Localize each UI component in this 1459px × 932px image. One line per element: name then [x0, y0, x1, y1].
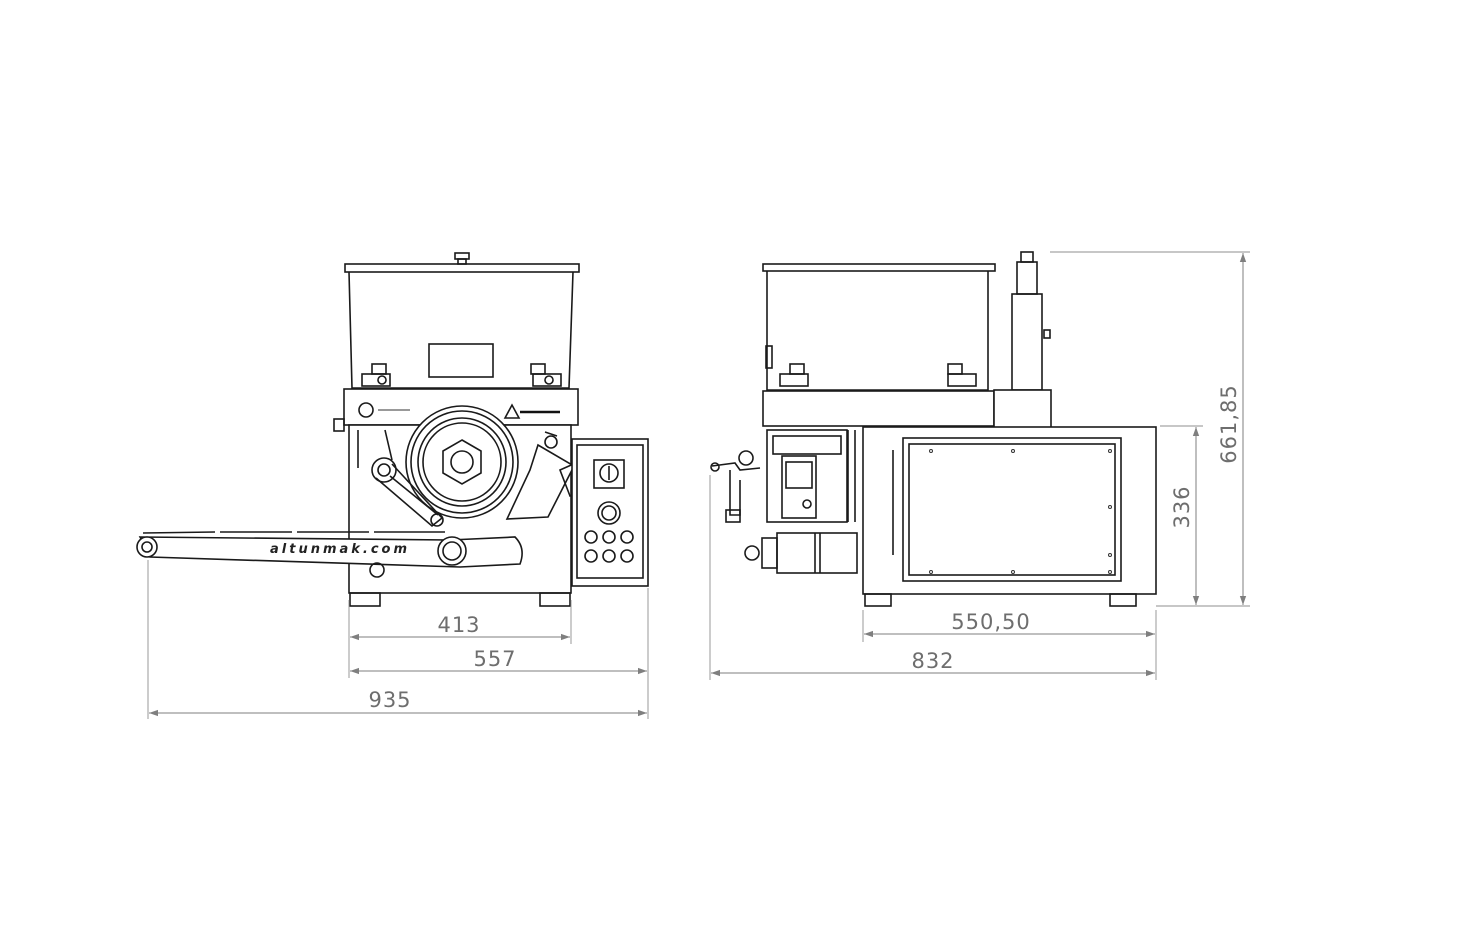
- side-hopper-lid: [762, 263, 996, 272]
- side-hopper-latch: [765, 345, 773, 369]
- side-view: [710, 251, 1157, 607]
- hopper-clamp-right: [530, 363, 562, 387]
- dimension-lines: [147, 251, 1250, 719]
- side-motor: [744, 532, 858, 574]
- dim-label-935: 935: [368, 688, 411, 712]
- dim-label-557: 557: [473, 647, 516, 671]
- hopper-clamp-left: [361, 363, 391, 387]
- panel-button-icon: [602, 549, 616, 563]
- dim-label-336: 336: [1170, 485, 1194, 528]
- roller-drum: [405, 405, 519, 519]
- dim-label-413: 413: [437, 613, 480, 637]
- handwheel-icon: [710, 450, 761, 523]
- control-panel: [571, 438, 649, 587]
- conveyor-top-bars: [142, 531, 445, 534]
- side-clamp-right: [947, 363, 977, 387]
- panel-button-icon: [620, 530, 634, 544]
- panel-button-icon: [584, 549, 598, 563]
- label-plate: [428, 343, 494, 378]
- side-clamp-left: [779, 363, 809, 387]
- foot-right: [539, 592, 571, 607]
- front-view: altunmak.com: [136, 252, 649, 607]
- panel-button-icon: [620, 549, 634, 563]
- body-fastener-icon: [369, 562, 385, 578]
- dimension-labels: 413 557 935 550,50 832 336 661,85: [368, 384, 1241, 712]
- dim-label-550-50: 550,50: [951, 610, 1030, 634]
- lid-knob-icon: [454, 252, 470, 265]
- side-knob-icon: [333, 418, 345, 432]
- panel-button-icon: [584, 530, 598, 544]
- foot-left: [349, 592, 381, 607]
- side-head-plate: [762, 390, 995, 427]
- side-foot-right: [1109, 593, 1137, 607]
- head-plate-logo-right: [503, 403, 560, 419]
- side-foot-left: [864, 593, 892, 607]
- rotary-switch-icon: [599, 463, 619, 483]
- dim-label-661-85: 661,85: [1217, 384, 1241, 463]
- start-button-icon: [597, 501, 621, 525]
- dim-label-832: 832: [911, 649, 954, 673]
- side-door-panel: [902, 437, 1122, 582]
- piston-column: [993, 251, 1052, 429]
- gearbox-mechanism: [766, 429, 856, 523]
- hopper-lid: [344, 263, 580, 273]
- hopper-body: [348, 271, 574, 389]
- conveyor-belt: altunmak.com: [136, 536, 523, 568]
- side-cabinet: [862, 426, 1157, 595]
- adjustment-arm: [371, 457, 444, 528]
- side-hopper-body: [766, 271, 989, 391]
- conveyor-brand-text: altunmak.com: [270, 542, 410, 557]
- panel-button-icon: [602, 530, 616, 544]
- head-plate-logo-left: [358, 402, 410, 418]
